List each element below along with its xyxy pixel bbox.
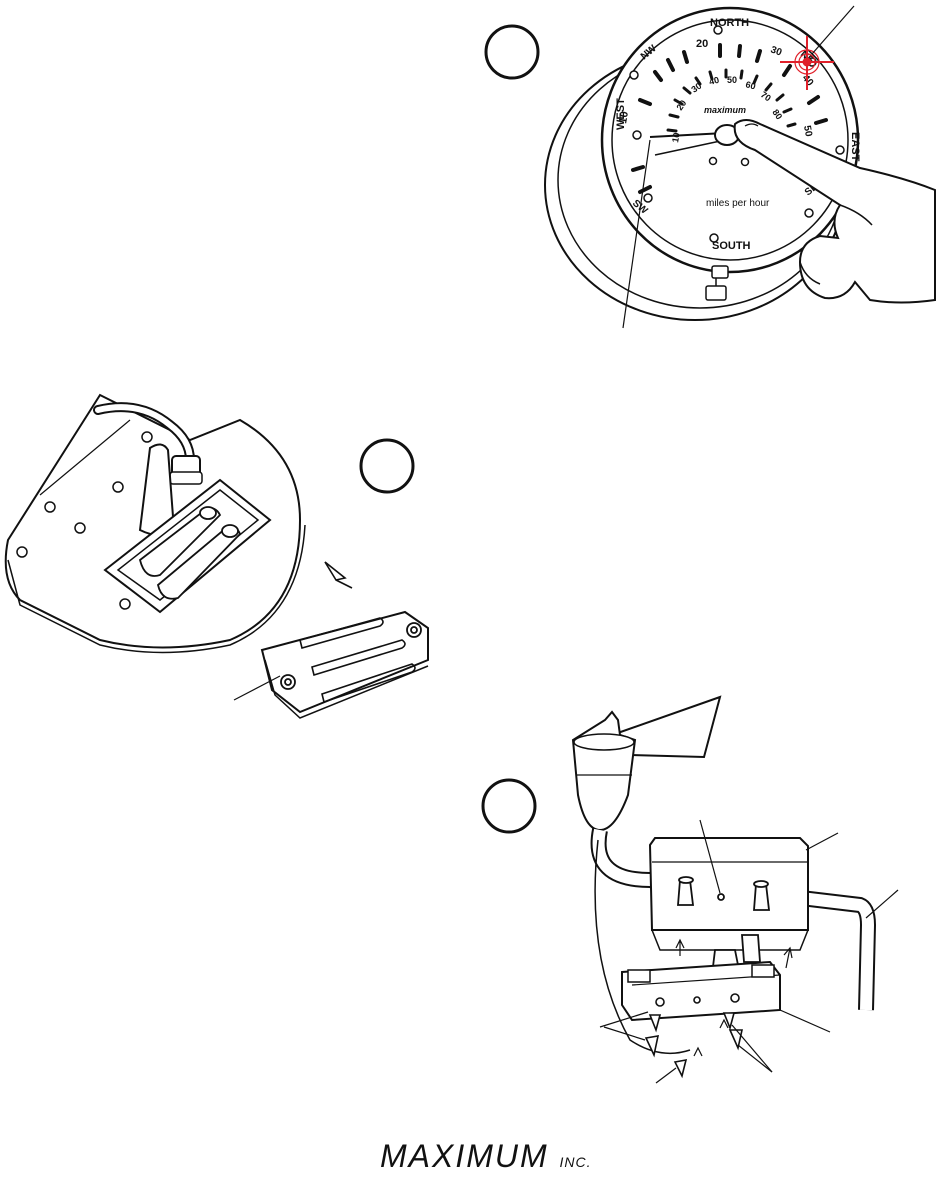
- cover-screws: [280, 622, 422, 690]
- highlight-target-icon: [780, 36, 834, 90]
- step-1-marker: [484, 24, 540, 80]
- callout-line-cover: [233, 675, 281, 701]
- dial-inner-tick-20: 20: [674, 98, 688, 112]
- cover-slots: [299, 617, 416, 704]
- logo-suffix: INC.: [559, 1154, 592, 1170]
- dial-north-label: NORTH: [710, 17, 749, 29]
- sensor-housing: [648, 837, 809, 931]
- battery-cover: [260, 610, 429, 714]
- housing-knobs: [677, 876, 771, 911]
- mounting-screws: [644, 993, 743, 1079]
- dial-south-label: SOUTH: [712, 240, 751, 252]
- dial-outer-tick-10: 10: [617, 110, 631, 124]
- inner-tick-ring: [666, 68, 797, 133]
- hand-icon: [733, 119, 936, 304]
- dial-screws: [629, 25, 845, 243]
- company-logo: MAXIMUM INC.: [380, 1138, 620, 1178]
- dial-west-label: WEST: [615, 98, 627, 130]
- mounting-arrows: [675, 938, 793, 1057]
- dial-inner-tick-50: 50: [727, 75, 737, 85]
- callout-lines-step-3: [599, 819, 899, 1084]
- step-2-illustration: [4, 393, 429, 719]
- dial-outer-tick-30: 30: [769, 44, 784, 58]
- dial-brand-label: maximum: [704, 105, 746, 115]
- dial-units-label: miles per hour: [706, 198, 770, 209]
- dial-inner-tick-60: 60: [744, 79, 756, 91]
- battery-icon: [138, 506, 242, 600]
- dial-inner-tick-30: 30: [689, 81, 703, 95]
- cable-connector: [741, 934, 761, 963]
- dial-inner-tick-10: 10: [670, 132, 682, 144]
- dial-east-label: EAST: [849, 132, 861, 162]
- dial-latch: [705, 265, 729, 301]
- direction-arrow-icon: [324, 561, 353, 589]
- callout-line-needle: [622, 139, 651, 329]
- step-3-illustration: [481, 695, 899, 1084]
- step-3-marker: [481, 778, 537, 834]
- dial-inner-tick-40: 40: [708, 75, 720, 87]
- dial-outer-tick-50: 50: [801, 125, 814, 138]
- dial-needle: [649, 132, 726, 138]
- logo-name: MAXIMUM: [380, 1138, 549, 1174]
- callout-line-top: [811, 5, 855, 55]
- outer-tick-ring: [631, 43, 832, 194]
- step-2-marker: [359, 438, 415, 494]
- step-1-illustration: NORTH SOUTH WEST EAST NW NE SW SE 10 20 …: [484, 5, 936, 329]
- dial-inner-tick-70: 70: [759, 89, 773, 103]
- dial-inner-tick-80: 80: [770, 107, 784, 121]
- dial-outer-tick-20: 20: [696, 38, 708, 50]
